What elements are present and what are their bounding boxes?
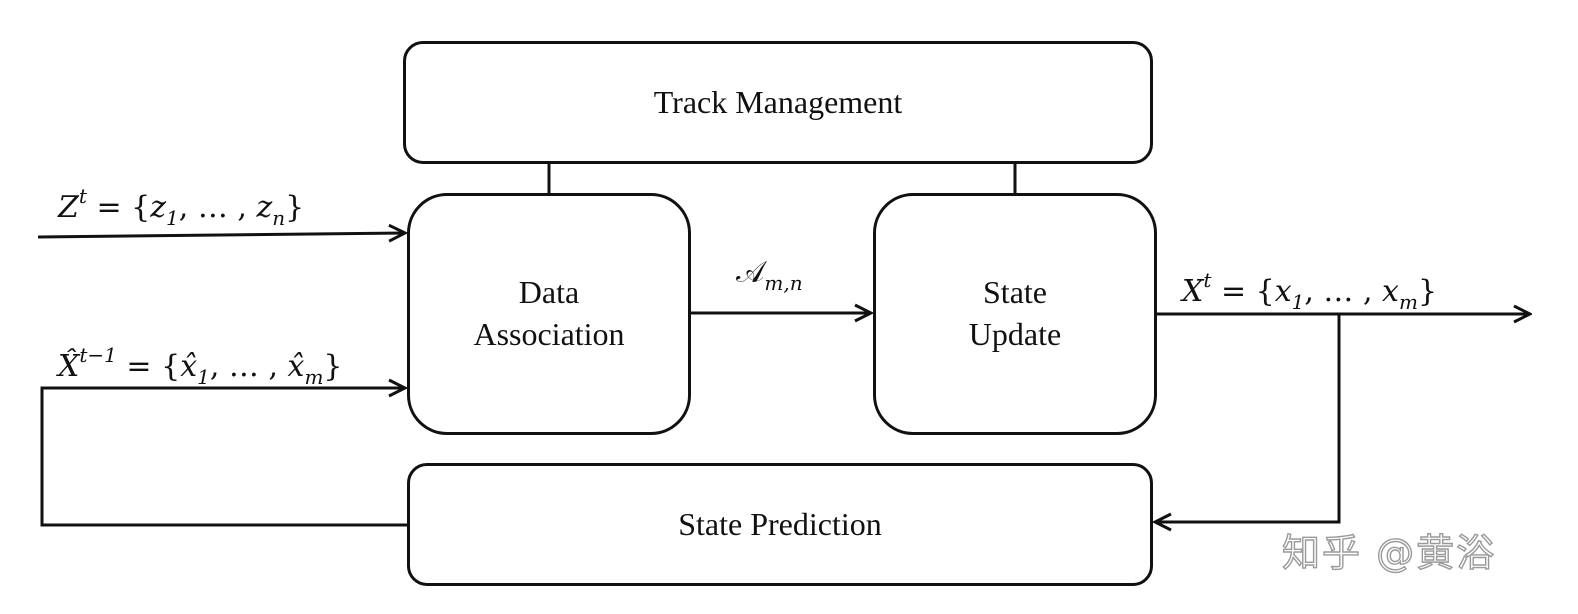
predicted-states-ellipsis: , … , xyxy=(209,349,288,384)
track-management-label: Track Management xyxy=(653,83,903,120)
watermark: 知乎 @黄浴 xyxy=(1281,530,1497,575)
states-equals: = { xyxy=(1211,274,1275,309)
association-symbol: 𝒜 xyxy=(736,255,765,290)
states-last-element: x xyxy=(1382,274,1399,309)
states-label: Xt = {x1, … , xm} xyxy=(1182,270,1437,312)
states-ellipsis: , … , xyxy=(1304,274,1383,309)
predicted-states-first-element: x̂ xyxy=(180,349,198,384)
measurements-first-element: z xyxy=(150,190,167,225)
data-association-box: Data Association xyxy=(407,193,691,435)
measurements-equals: = { xyxy=(86,190,151,225)
states-symbol: X xyxy=(1182,274,1204,309)
predicted-states-first-index: 1 xyxy=(197,365,210,389)
states-first-element: x xyxy=(1274,274,1292,309)
track-management-box: Track Management xyxy=(403,41,1153,164)
measurements-label: Zt = {z1, … , zn} xyxy=(58,186,304,228)
measurements-last-element: z xyxy=(256,190,273,225)
state-prediction-box: State Prediction xyxy=(407,463,1153,586)
feedback-loop-arrow xyxy=(40,388,407,527)
predicted-states-superscript: t−1 xyxy=(79,343,117,367)
predicted-states-close: } xyxy=(323,349,343,384)
states-superscript: t xyxy=(1203,268,1212,292)
state-update-label-line2: Update xyxy=(968,316,1062,352)
measurements-superscript: t xyxy=(78,184,87,208)
data-association-label-line1: Data xyxy=(518,274,580,311)
measurements-last-index: n xyxy=(272,206,286,230)
data-association-label-line2: Association xyxy=(473,316,625,352)
predicted-states-symbol: X̂ xyxy=(58,349,80,384)
prediction-input-arrow xyxy=(1155,314,1341,522)
measurements-close: } xyxy=(285,190,305,225)
measurements-first-index: 1 xyxy=(166,206,179,230)
predicted-states-last-index: m xyxy=(304,365,324,389)
predicted-states-equals: = { xyxy=(116,349,181,384)
association-label: 𝒜m,n xyxy=(736,255,803,295)
states-last-index: m xyxy=(1398,290,1418,314)
predicted-states-label: X̂t−1 = {x̂1, … , x̂m} xyxy=(58,345,343,387)
measurements-symbol: Z xyxy=(58,190,79,225)
states-first-index: 1 xyxy=(1291,290,1305,314)
measurements-arrow xyxy=(37,233,405,237)
state-prediction-label: State Prediction xyxy=(678,505,882,542)
measurements-ellipsis: , … , xyxy=(178,190,257,225)
states-close: } xyxy=(1417,274,1438,309)
association-subscript: m,n xyxy=(764,271,803,295)
state-update-label-line1: State xyxy=(983,274,1047,311)
state-update-box: State Update xyxy=(873,193,1157,435)
predicted-states-last-element: x̂ xyxy=(287,349,305,384)
